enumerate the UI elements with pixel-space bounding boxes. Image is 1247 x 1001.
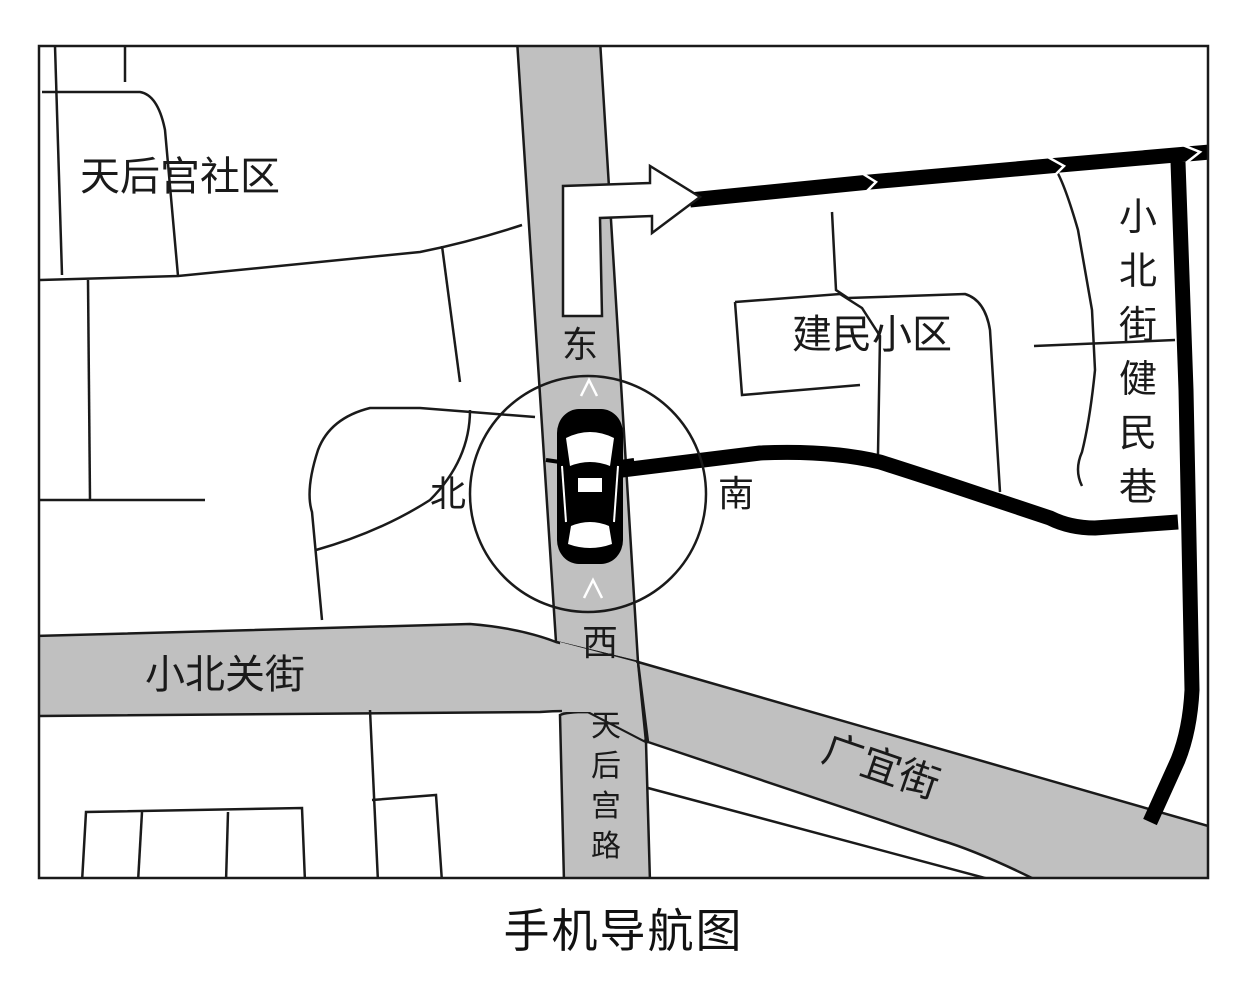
svg-text:后: 后: [591, 749, 621, 784]
direction-chevron-icon: [1045, 154, 1067, 179]
road-xiaobeiguan: [39, 622, 648, 745]
figure-caption: 手机导航图: [503, 904, 744, 958]
turn-right-arrow-icon: [561, 163, 703, 318]
label-jianmin-community: 建民小区: [792, 312, 952, 358]
svg-text:天: 天: [591, 709, 621, 744]
svg-text:民: 民: [1119, 411, 1157, 455]
car-icon: [545, 409, 635, 564]
minor-paths: [39, 46, 1176, 878]
road-tianhougong-south: [558, 710, 652, 878]
label-tianhougong-community: 天后宫社区: [80, 154, 280, 200]
compass-north-label: 北: [430, 474, 466, 515]
svg-text:巷: 巷: [1119, 465, 1157, 509]
route-south: [621, 444, 1179, 536]
position-circle: [468, 374, 708, 614]
svg-text:小: 小: [1119, 195, 1157, 239]
direction-chevron-icon: [579, 377, 599, 397]
compass-west-label: 西: [582, 623, 618, 664]
compass-south-label: 南: [718, 474, 754, 515]
svg-text:北: 北: [1119, 249, 1157, 293]
direction-chevron-icon: [582, 577, 604, 599]
label-xiaobei-jianmin-lane: 小 北 街 健 民 巷: [1119, 195, 1157, 509]
route-chevrons: [859, 142, 1203, 195]
direction-chevron-icon: [859, 170, 878, 195]
svg-text:路: 路: [591, 829, 621, 864]
svg-text:宫: 宫: [591, 789, 621, 824]
route-east-lane: [1143, 161, 1200, 826]
direction-chevron-icon: [1179, 142, 1203, 164]
route-north: [689, 144, 1208, 208]
compass-east-label: 东: [562, 325, 598, 366]
svg-text:健: 健: [1119, 357, 1157, 401]
label-xiaobeiguan-street: 小北关街: [145, 652, 305, 698]
label-tianhougong-road: 天 后 宫 路: [591, 709, 621, 864]
map-frame: [37, 44, 1210, 880]
road-guangyi: [636, 660, 1208, 878]
svg-text:街: 街: [1119, 303, 1157, 347]
navigation-route: [621, 144, 1208, 826]
